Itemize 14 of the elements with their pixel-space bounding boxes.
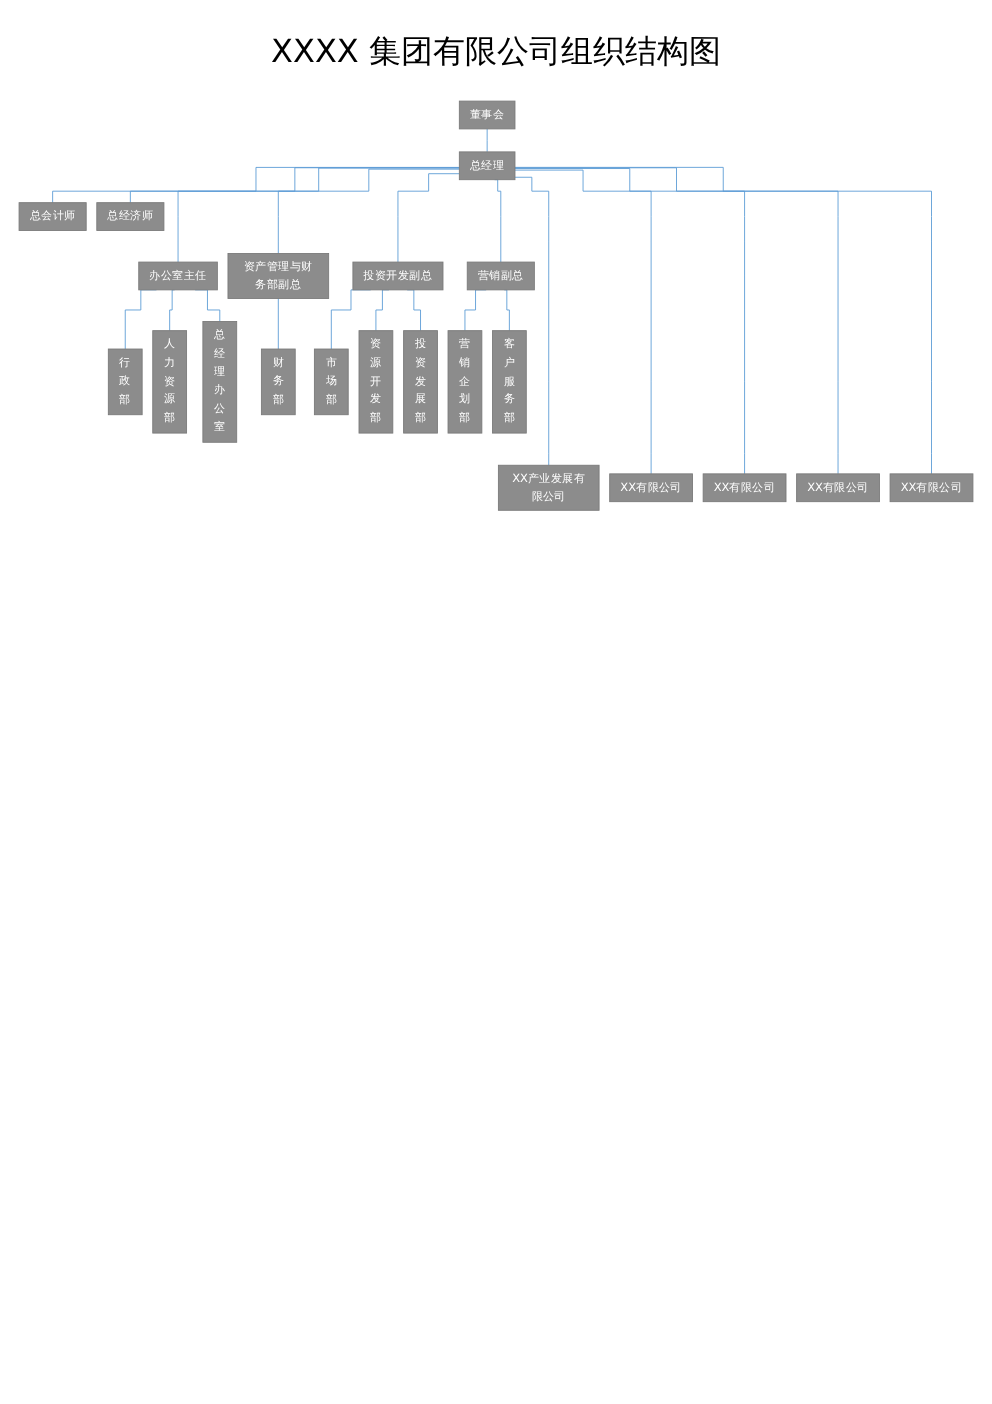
diagram-title: XXXX 集团有限公司组织结构图	[269, 32, 723, 74]
connector	[514, 166, 932, 475]
connector	[277, 298, 279, 350]
connector	[177, 167, 460, 263]
connector	[514, 176, 550, 466]
connector	[169, 289, 176, 332]
connector	[514, 167, 839, 475]
connector	[397, 173, 460, 263]
connector	[494, 179, 502, 263]
connector	[514, 169, 652, 475]
connector	[514, 168, 746, 475]
connector	[277, 168, 460, 254]
connector	[486, 128, 488, 153]
connector	[503, 289, 510, 332]
